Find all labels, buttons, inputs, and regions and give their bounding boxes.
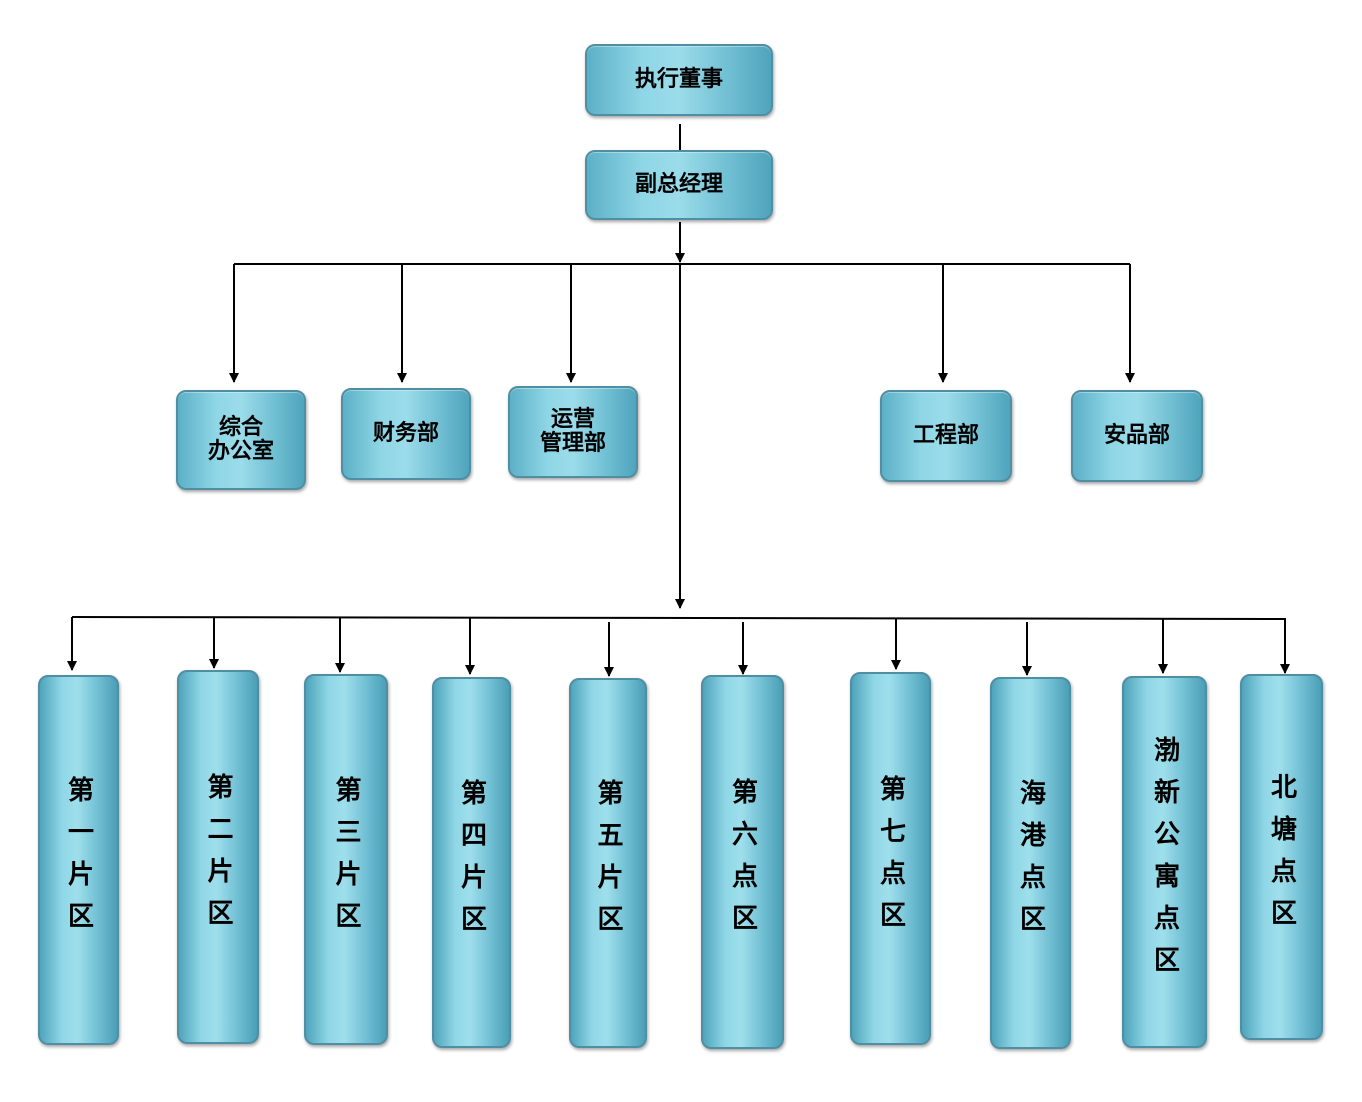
district-label: 第六点区 <box>727 778 758 946</box>
district-label: 第四片区 <box>456 778 487 947</box>
dept-line: 财务部 <box>372 421 439 446</box>
node-district-6: 第六点区 <box>701 675 784 1049</box>
node-dept-operations: 运营 管理部 <box>508 386 638 478</box>
node-district-3: 第三片区 <box>304 674 388 1045</box>
node-district-7: 第七点区 <box>850 672 931 1045</box>
dept-line: 安品部 <box>1103 423 1170 448</box>
dept-line: 运营 <box>550 407 595 432</box>
node-district-1: 第一片区 <box>38 675 119 1045</box>
district-label: 第五片区 <box>593 779 623 947</box>
dept-line: 综合 <box>218 415 263 440</box>
dept-line: 办公室 <box>207 439 274 464</box>
district-label: 第七点区 <box>875 774 906 943</box>
district-label: 第一片区 <box>63 776 94 944</box>
node-district-10: 北塘点区 <box>1240 674 1323 1040</box>
dept-line: 工程部 <box>912 423 979 448</box>
district-label: 渤新公寓点区 <box>1149 736 1180 988</box>
district-label: 北塘点区 <box>1266 773 1297 941</box>
node-deputy-general-manager: 副总经理 <box>585 150 773 220</box>
district-label: 海港点区 <box>1015 779 1046 947</box>
dept-line: 管理部 <box>539 431 606 456</box>
node-district-2: 第二片区 <box>177 670 259 1044</box>
node-deputy-general-manager-label: 副总经理 <box>634 172 723 197</box>
node-dept-general-office: 综合 办公室 <box>176 390 306 490</box>
district-label: 第二片区 <box>203 773 233 941</box>
node-executive-director: 执行董事 <box>585 44 773 116</box>
node-dept-engineering: 工程部 <box>880 390 1012 482</box>
node-dept-finance: 财务部 <box>341 388 471 480</box>
node-executive-director-label: 执行董事 <box>634 67 723 92</box>
district-bus-line <box>71 616 1287 620</box>
node-district-8: 海港点区 <box>990 677 1071 1049</box>
node-district-5: 第五片区 <box>569 678 647 1048</box>
district-label: 第三片区 <box>331 775 361 944</box>
node-district-4: 第四片区 <box>432 677 511 1048</box>
node-district-9: 渤新公寓点区 <box>1122 676 1207 1048</box>
node-dept-safety: 安品部 <box>1071 390 1203 482</box>
